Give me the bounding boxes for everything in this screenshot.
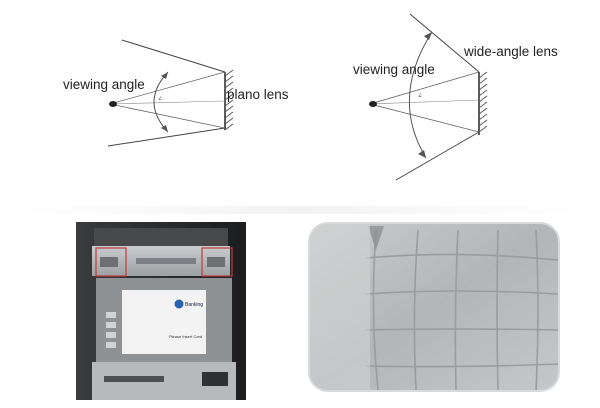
wide-angle-lens-diagram: ∠ viewing angle wide-angle lens xyxy=(300,0,600,205)
lens-photo-svg xyxy=(308,222,560,392)
plano-arc-arrow-bottom xyxy=(161,125,168,132)
atm-logo-text: Banking xyxy=(185,302,203,308)
wide-ray-lower xyxy=(395,131,480,181)
lens-grid-reflection xyxy=(365,229,558,390)
plano-ray-upper xyxy=(121,39,226,73)
plano-lens-diagram-svg: ∠ xyxy=(107,39,234,147)
wide-sight-center xyxy=(369,99,480,105)
atm-screen-message: Please Insert Card xyxy=(169,334,202,339)
plano-ray-lower xyxy=(107,127,226,147)
atm-key-2 xyxy=(106,322,116,328)
plano-angle-arc xyxy=(153,71,169,133)
plano-eye-icon xyxy=(109,101,117,107)
wide-arc-arrow-bottom xyxy=(418,150,426,158)
wide-sight-upper xyxy=(369,71,480,105)
atm-key-3 xyxy=(106,332,116,338)
atm-photo: Banking Please Insert Card xyxy=(76,222,246,400)
atm-card-slot xyxy=(104,376,164,382)
section-divider xyxy=(20,206,580,214)
wide-angle-lens-photo xyxy=(306,220,562,394)
wide-viewing-angle-label: viewing angle xyxy=(353,62,435,77)
lens-left-highlight xyxy=(310,224,370,390)
atm-slot-top xyxy=(136,258,196,264)
plano-sight-lower xyxy=(109,103,226,129)
plano-lens-label: plano lens xyxy=(227,87,289,102)
plano-angle-mark: ∠ xyxy=(158,96,162,102)
atm-logo-icon xyxy=(174,299,184,309)
plano-lens-diagram: ∠ viewing angle plano lens xyxy=(0,0,300,205)
atm-key-4 xyxy=(106,342,116,348)
atm-screen xyxy=(122,290,206,354)
atm-key-1 xyxy=(106,312,116,318)
plano-sight-upper xyxy=(109,71,226,105)
lens-glare-notch xyxy=(368,226,384,250)
wide-ray-upper xyxy=(409,13,480,73)
wide-lens-hatching xyxy=(478,71,488,133)
atm-header-strip xyxy=(94,228,228,248)
lens-glass xyxy=(310,224,558,390)
plano-viewing-angle-label: viewing angle xyxy=(63,77,145,92)
wide-lens-label: wide-angle lens xyxy=(464,44,558,59)
wide-sight-lower xyxy=(369,103,480,133)
plano-lens-hatching xyxy=(224,69,234,131)
atm-photo-svg: Banking Please Insert Card xyxy=(76,222,246,400)
plano-arc-arrow-top xyxy=(161,72,168,79)
atm-mirror-right xyxy=(207,257,225,267)
atm-highlight-right xyxy=(201,247,233,277)
atm-receipt-slot xyxy=(202,372,228,386)
wide-angle-arc xyxy=(409,31,433,159)
wide-angle-mark: ∠ xyxy=(418,93,422,99)
wide-arc-arrow-top xyxy=(424,32,432,40)
plano-sight-center xyxy=(109,100,226,105)
atm-mirror-left xyxy=(100,257,118,267)
wide-eye-icon xyxy=(369,101,377,107)
atm-highlight-left xyxy=(95,247,127,277)
wide-angle-lens-diagram-svg: ∠ xyxy=(369,13,488,181)
